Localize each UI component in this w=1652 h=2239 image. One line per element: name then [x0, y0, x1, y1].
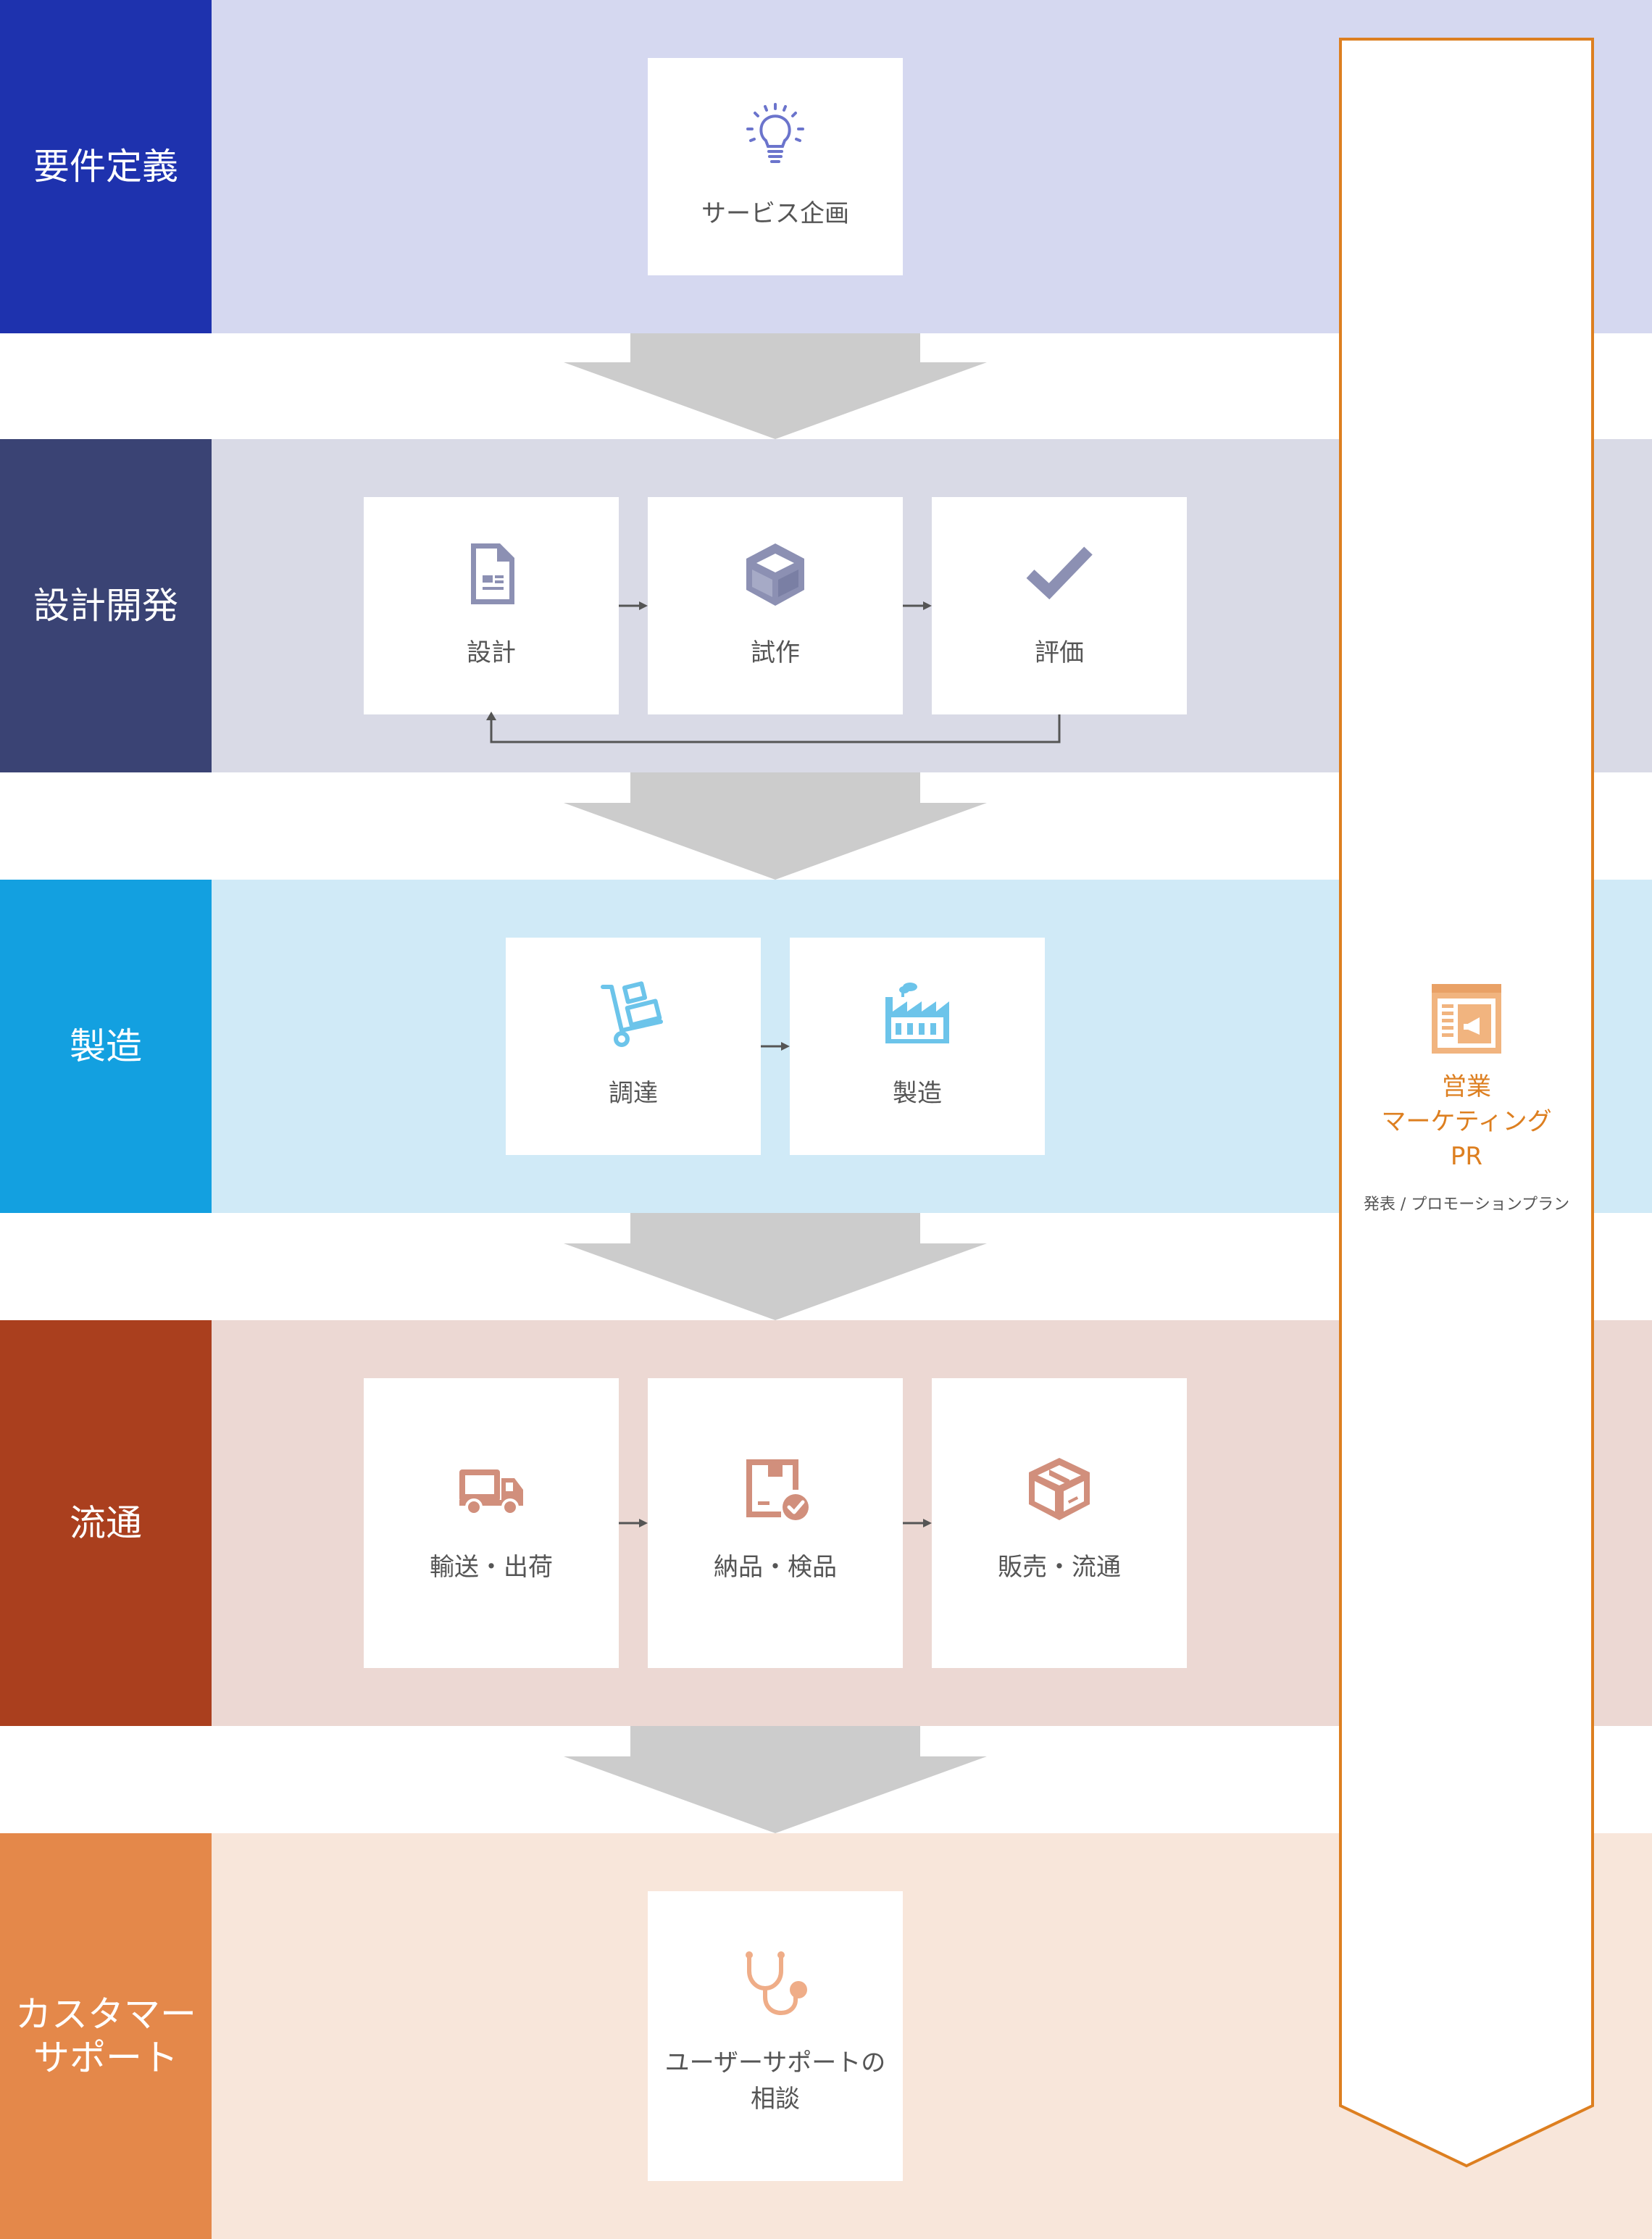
- checkmark-icon: [1026, 546, 1093, 600]
- card-caption: 納品・検品: [714, 1553, 837, 1582]
- card-sales-distribution: 販売・流通: [932, 1378, 1187, 1668]
- card-prototype: 試作: [648, 497, 903, 714]
- card-design: 設計: [364, 497, 619, 714]
- sales-subtitle: 発表 / プロモーションプラン: [1363, 1196, 1570, 1214]
- truck-icon: [459, 1469, 523, 1516]
- stage-label-distribution: 流通: [0, 1320, 212, 1726]
- flow-arrow-2: [564, 772, 987, 880]
- arrow-delivery-to-sales: [903, 1519, 932, 1527]
- stage-label-design: 設計開発: [0, 439, 212, 772]
- card-caption: サービス企画: [701, 199, 849, 228]
- promotion-icon: [1432, 984, 1501, 1054]
- document-icon: [471, 543, 514, 604]
- flow-arrow-3: [564, 1213, 987, 1320]
- arrow-procurement-to-manufacturing: [761, 1042, 790, 1051]
- card-caption: ユーザーサポートの 相談: [664, 2048, 886, 2114]
- feedback-loop-arrow: [486, 712, 1061, 743]
- card-caption: 製造: [893, 1079, 942, 1108]
- flow-arrow-4: [564, 1726, 987, 1833]
- stage-label-manufacturing: 製造: [0, 880, 212, 1213]
- stage-label-support: カスタマー サポート: [0, 1833, 212, 2239]
- card-user-support: ユーザーサポートの 相談: [648, 1891, 903, 2181]
- package-check-icon: [746, 1459, 809, 1520]
- card-caption: 試作: [751, 638, 800, 667]
- lightbulb-icon: [746, 103, 804, 163]
- card-service-planning: サービス企画: [648, 58, 903, 275]
- card-caption: 調達: [609, 1079, 658, 1108]
- factory-icon: [885, 983, 949, 1043]
- card-caption: 輸送・出荷: [430, 1553, 553, 1582]
- sales-title: 営業 マーケティング PR: [1381, 1072, 1552, 1171]
- card-manufacturing: 製造: [790, 938, 1045, 1155]
- flow-arrow-1: [564, 333, 987, 439]
- card-shipping: 輸送・出荷: [364, 1378, 619, 1668]
- card-caption: 設計: [467, 638, 516, 667]
- arrow-design-to-prototype: [619, 601, 648, 610]
- sales-marketing-panel: 営業 マーケティング PR 発表 / プロモーションプラン: [1339, 984, 1594, 1214]
- stage-label-requirements: 要件定義: [0, 0, 212, 333]
- card-caption: 評価: [1035, 638, 1084, 667]
- hand-truck-icon: [601, 981, 663, 1047]
- sales-marketing-arrow: [1339, 38, 1594, 2168]
- card-delivery-inspection: 納品・検品: [648, 1378, 903, 1668]
- card-caption: 販売・流通: [998, 1553, 1121, 1582]
- card-procurement: 調達: [506, 938, 761, 1155]
- arrow-shipping-to-delivery: [619, 1519, 648, 1527]
- stethoscope-icon: [746, 1951, 807, 2016]
- parcel-box-icon: [1029, 1458, 1090, 1520]
- card-evaluation: 評価: [932, 497, 1187, 714]
- box-icon: [746, 543, 804, 606]
- arrow-prototype-to-evaluation: [903, 601, 932, 610]
